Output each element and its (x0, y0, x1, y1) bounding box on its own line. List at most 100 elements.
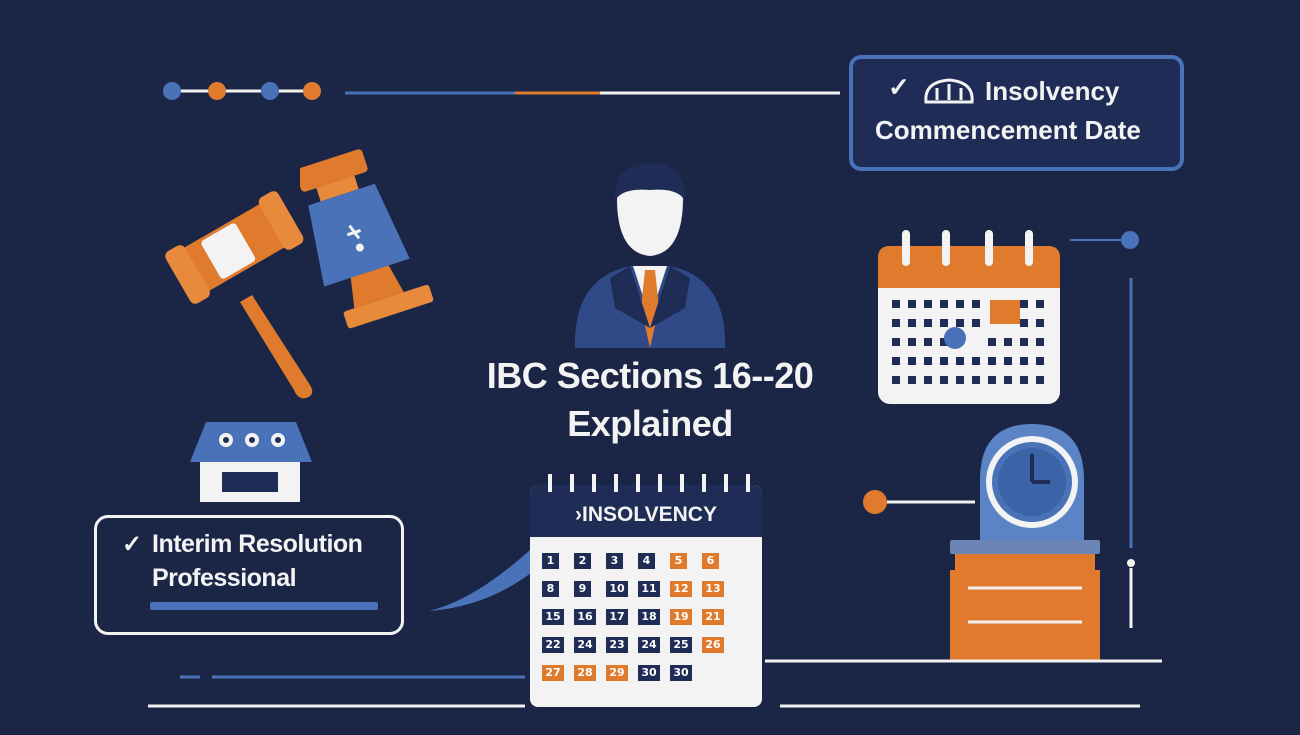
calendar-day: 11 (638, 581, 660, 597)
calendar-cell (908, 357, 916, 365)
calendar-cell (1004, 357, 1012, 365)
calendar-cell (940, 376, 948, 384)
bottom-lines (148, 659, 1162, 708)
calendar-cell (1036, 338, 1044, 346)
interim-professional-box (94, 515, 404, 635)
calendar-day: 5 (670, 553, 687, 569)
calendar-cell (892, 357, 900, 365)
timeline-dot-2 (208, 82, 226, 100)
calendar-cell (1036, 300, 1044, 308)
calendar-day: 21 (702, 609, 724, 625)
progress-bar (150, 602, 378, 610)
calendar-cell (1004, 338, 1012, 346)
curve-connector (429, 549, 531, 611)
calendar-cell (892, 319, 900, 327)
calendar-cell (908, 376, 916, 384)
calendar-cell (956, 300, 964, 308)
gavel-icon (165, 191, 313, 399)
calendar-day: 15 (542, 609, 564, 625)
calendar-cell (940, 338, 948, 346)
calendar-cell (924, 338, 932, 346)
calendar-day: 23 (606, 637, 628, 653)
calendar-day: 10 (606, 581, 628, 597)
podium-icon (955, 554, 1095, 570)
check-icon: ✓ (888, 72, 910, 102)
calendar-header: ›INSOLVENCY (575, 503, 717, 526)
calendar-cell (892, 300, 900, 308)
calendar-day: 25 (670, 637, 692, 653)
title-line1: IBC Sections 16--20 (486, 355, 814, 396)
calendar-day: 16 (574, 609, 596, 625)
clock-podium (863, 424, 1100, 660)
calendar-cell (892, 376, 900, 384)
calendar-day: 22 (542, 637, 564, 653)
title-line2: Explained (567, 403, 733, 444)
calendar-day: 26 (702, 637, 724, 653)
calendar-cell (924, 300, 932, 308)
timeline-dot-3 (261, 82, 279, 100)
calendar-cell (908, 319, 916, 327)
calendar-day: 18 (638, 609, 660, 625)
calendar-cell (1020, 319, 1028, 327)
calendar-cell (956, 319, 964, 327)
timeline-dot-4 (303, 82, 321, 100)
calendar-icon (878, 230, 1060, 404)
calendar-cell (1020, 300, 1028, 308)
calendar-cell (1020, 357, 1028, 365)
page-title: IBC Sections 16--20 Explained (440, 352, 860, 448)
commencement-date-box (849, 55, 1184, 171)
calendar-cell (940, 319, 948, 327)
calendar-cell (972, 300, 980, 308)
calendar-cell (972, 357, 980, 365)
calendar-day: 9 (574, 581, 591, 597)
calendar-cell (1004, 376, 1012, 384)
timeline-dots (163, 82, 321, 100)
calendar-cell (988, 376, 996, 384)
calendar-day: 24 (638, 637, 660, 653)
calendar-day: 27 (542, 665, 564, 681)
calendar-day: 24 (574, 637, 596, 653)
commencement-box-line2: Commencement Date (875, 115, 1141, 145)
calendar-cell (1036, 376, 1044, 384)
calendar-cell (956, 357, 964, 365)
calendar-cell (892, 338, 900, 346)
person-icon (574, 163, 726, 348)
calendar-day: 19 (670, 609, 692, 625)
crest-icon (924, 78, 974, 104)
calendar-cell (924, 319, 932, 327)
hourglass-icon (300, 149, 434, 329)
calendar-day: 29 (606, 665, 628, 681)
calendar-day: 4 (638, 553, 655, 569)
calendar-cell (924, 357, 932, 365)
right-connector (1070, 231, 1139, 628)
calendar-day: 13 (702, 581, 724, 597)
calendar-cell (924, 376, 932, 384)
calendar-day: 8 (542, 581, 559, 597)
calendar-cell (972, 319, 980, 327)
calendar-cell (1020, 376, 1028, 384)
calendar-cell (1020, 338, 1028, 346)
calendar-cell (972, 376, 980, 384)
calendar-day: 6 (702, 553, 719, 569)
calendar-cell (1036, 357, 1044, 365)
interim-box-line2: Professional (152, 564, 297, 592)
top-divider-line (345, 91, 840, 95)
calendar-day: 1 (542, 553, 559, 569)
connector-dot (863, 490, 887, 514)
calendar-day: 17 (606, 609, 628, 625)
left-check-icon: ✓ (122, 531, 143, 558)
calendar-cell (988, 338, 996, 346)
calendar-day: 12 (670, 581, 692, 597)
calendar-cell (908, 338, 916, 346)
calendar-day: 28 (574, 665, 596, 681)
commencement-box-line1: Insolvency (985, 76, 1120, 106)
calendar-day: 2 (574, 553, 591, 569)
building-icon (190, 422, 312, 502)
calendar-day: 3 (606, 553, 623, 569)
calendar-cell (908, 300, 916, 308)
calendar-day: 30 (638, 665, 660, 681)
timeline-dot-1 (163, 82, 181, 100)
calendar-cell (940, 300, 948, 308)
